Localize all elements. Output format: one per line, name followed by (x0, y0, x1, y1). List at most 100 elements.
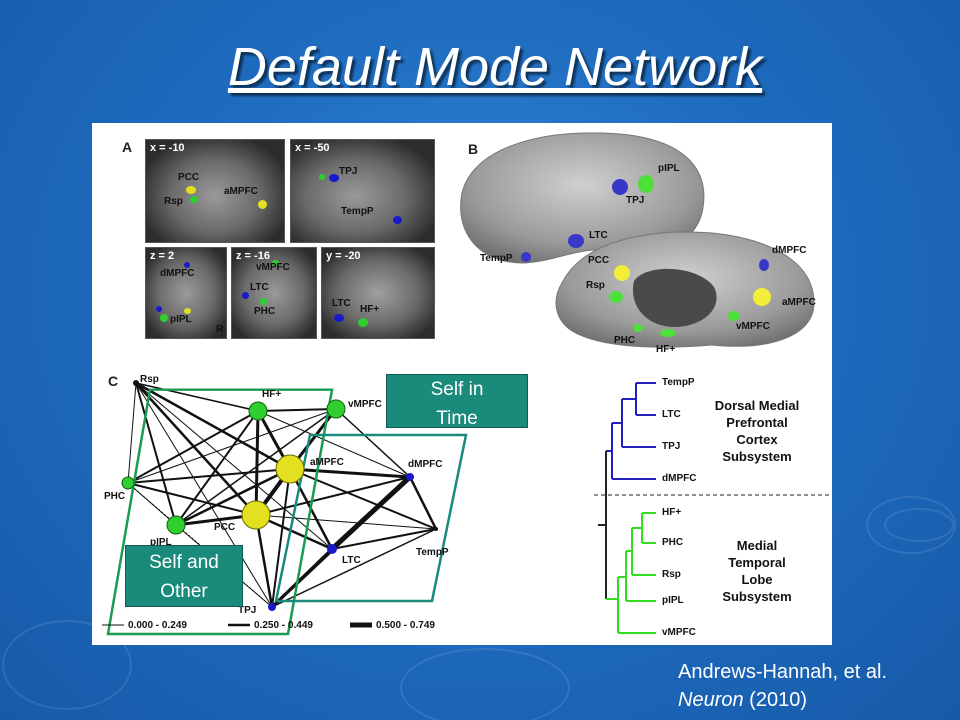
overlay-text: Self in Time (430, 379, 484, 429)
label-line: Subsystem (722, 589, 792, 604)
slice-coord: z = -16 (236, 250, 270, 262)
node-tempp (434, 527, 438, 531)
dendro-leaf: pIPL (662, 595, 684, 606)
tpj-blob (612, 179, 628, 195)
dendro-leaf: TempP (662, 377, 695, 388)
node-dmpfc (406, 473, 414, 481)
pcc-blob (614, 265, 630, 281)
citation-journal-line: Neuron (2010) (678, 686, 887, 714)
pipl-blue-blob (156, 306, 162, 312)
node-label: pIPL (150, 537, 172, 548)
node-label: aMPFC (310, 457, 344, 468)
region-label: LTC (332, 298, 351, 309)
dmpfc-blob (184, 262, 190, 268)
region-label: Rsp (164, 196, 183, 207)
dmpfc-blob (759, 259, 769, 271)
region-label: aMPFC (224, 186, 258, 197)
vmpfc-blob (272, 260, 279, 266)
region-label: TPJ (339, 166, 358, 177)
region-label: R (216, 324, 224, 335)
panel-c-letter: C (108, 373, 119, 389)
node-pcc (241, 500, 271, 530)
label-line: Temporal (728, 555, 786, 570)
node-label: TPJ (238, 605, 257, 616)
node-tpj (268, 603, 276, 611)
dendro-leaf: vMPFC (662, 627, 696, 638)
node-ltc (327, 544, 337, 554)
region-label: TPJ (626, 195, 645, 206)
ltc-blob (334, 314, 344, 322)
citation-authors: Andrews-Hannah, et al. (678, 661, 888, 683)
ampfc-blob (753, 288, 771, 306)
dendro-leaf: HF+ (662, 507, 682, 518)
mri-slice-1: x = -10 PCC Rsp aMPFC (145, 139, 285, 243)
region-label: TempP (341, 206, 374, 217)
rsp-blob (190, 196, 198, 203)
pipl-blob (160, 314, 168, 322)
legend-label: 0.500 - 0.749 (376, 620, 435, 631)
node-phc (121, 476, 135, 490)
pcc-blob (184, 308, 191, 314)
slice-coord: x = -50 (295, 142, 330, 154)
dorsal-subsystem-label: Dorsal Medial Prefrontal Cortex Subsyste… (698, 397, 816, 465)
tempp-blob (393, 216, 402, 224)
citation: Andrews-Hannah, et al. Neuron (2010) (678, 658, 887, 714)
dendro-leaf: PHC (662, 537, 684, 548)
pipl-blob (638, 175, 654, 193)
medial-subsystem-label: Medial Temporal Lobe Subsystem (698, 537, 816, 605)
ripple-decoration (400, 648, 570, 720)
node-vmpfc (326, 399, 346, 419)
region-label: pIPL (170, 314, 192, 325)
panel-b-letter: B (468, 141, 479, 157)
region-label: Rsp (586, 280, 605, 291)
slice-coord: z = 2 (150, 250, 175, 262)
ripple-decoration (2, 620, 132, 710)
region-label: PCC (588, 255, 610, 266)
slice-coord: y = -20 (326, 250, 361, 262)
medial-tree (606, 512, 656, 634)
region-label: aMPFC (782, 297, 816, 308)
mri-slice-4: z = -16 vMPFC LTC PHC (231, 247, 317, 339)
label-line: Subsystem (722, 449, 792, 464)
node-hf (248, 401, 268, 421)
mri-slice-2: x = -50 TPJ TempP (290, 139, 435, 243)
self-in-time-outline (274, 433, 468, 603)
region-label: LTC (589, 230, 608, 241)
region-label: HF+ (656, 344, 676, 355)
node-label: TempP (416, 547, 449, 558)
slice-coord: x = -10 (150, 142, 185, 154)
region-label: dMPFC (160, 268, 195, 279)
citation-year: (2010) (749, 689, 807, 711)
label-line: Prefrontal (726, 415, 788, 430)
region-label: PCC (178, 172, 200, 183)
dendro-leaf: LTC (662, 409, 681, 420)
dendro-leaf: Rsp (662, 569, 681, 580)
mri-slice-5: y = -20 LTC HF+ (321, 247, 435, 339)
legend-label: 0.000 - 0.249 (128, 620, 187, 631)
rsp-blob (609, 291, 623, 303)
dendro-leaf: dMPFC (662, 473, 697, 484)
ltc-blob (242, 292, 249, 299)
region-label: pIPL (658, 163, 680, 174)
dorsal-tree (606, 382, 656, 480)
node-label: PCC (214, 522, 236, 533)
pcc-blob (186, 186, 196, 194)
self-and-other-outline (106, 388, 334, 636)
region-label: vMPFC (256, 262, 290, 273)
panel-b-brain (460, 132, 815, 348)
node-label: HF+ (262, 389, 282, 400)
region-label: LTC (250, 282, 269, 293)
region-label: PHC (254, 306, 276, 317)
region-label: TempP (480, 253, 513, 264)
phc-blob (633, 324, 643, 332)
label-line: Dorsal Medial (714, 398, 800, 413)
panel-a-letter: A (122, 139, 133, 155)
tpj-blob (329, 174, 339, 182)
label-line: Medial (736, 538, 778, 553)
slide-title: Default Mode Network (227, 37, 763, 97)
node-label: Rsp (140, 374, 159, 385)
mri-slice-3: z = 2 dMPFC pIPL R (145, 247, 227, 339)
ripple-decoration (866, 496, 956, 554)
node-label: PHC (104, 491, 126, 502)
phc-blob (260, 298, 267, 305)
